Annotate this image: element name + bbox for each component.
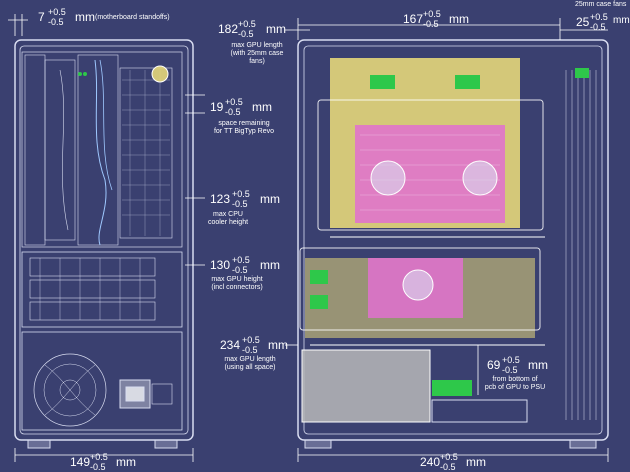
width-front-minus: -0.5 — [90, 462, 106, 472]
case-depth-minus: -0.5 — [423, 19, 439, 29]
case-depth-unit: mm — [449, 12, 469, 26]
space-note2: for TT BigTyp Revo — [213, 128, 275, 135]
gpu-height-note2: (incl connectors) — [211, 284, 263, 291]
gpu-height-value: 130 — [210, 258, 231, 272]
psu — [301, 349, 431, 423]
gpu-len-fans-unit: mm — [266, 22, 286, 36]
gpu-len-fans-note1: max GPU length — [231, 42, 283, 49]
width-side-unit: mm — [466, 455, 486, 469]
fans-minus: -0.5 — [590, 22, 606, 32]
cpu-cooler-note2: cooler height — [207, 219, 249, 226]
standoff-minus: -0.5 — [48, 17, 64, 27]
gpu-len-all-plus: +0.5 — [242, 335, 260, 345]
gpu-psu-unit: mm — [528, 358, 548, 372]
gpu-len-fans-minus: -0.5 — [238, 29, 254, 39]
front-view-case — [14, 39, 194, 449]
width-front-value: 149 — [70, 455, 91, 469]
gpu-len-fans-value: 182 — [218, 22, 239, 36]
fans-value: 25 — [576, 15, 590, 29]
cpu-cooler-minus: -0.5 — [232, 199, 248, 209]
gpu-height-minus: -0.5 — [232, 265, 248, 275]
cpu-cooler-unit: mm — [260, 192, 280, 206]
standoff-value: 7 — [38, 10, 45, 24]
fans-note: 25mm case fans — [575, 1, 627, 8]
gpu-len-fans-plus: +0.5 — [238, 19, 256, 29]
space-minus: -0.5 — [225, 107, 241, 117]
side-frame — [299, 99, 545, 346]
gpu-height-unit: mm — [260, 258, 280, 272]
gpu-height-plus: +0.5 — [232, 255, 250, 265]
gpu-psu-minus: -0.5 — [502, 365, 518, 375]
case-depth-plus: +0.5 — [423, 9, 441, 19]
space-unit: mm — [252, 100, 272, 114]
width-side-minus: -0.5 — [440, 462, 456, 472]
green-connectors — [310, 68, 589, 396]
side-view-case — [297, 39, 609, 449]
gpu-len-all-unit: mm — [268, 338, 288, 352]
gpu-psu-note2: pcb of GPU to PSU — [484, 384, 546, 391]
space-plus: +0.5 — [225, 97, 243, 107]
gpu-len-fans-note2: (with 25mm case fans) — [230, 50, 284, 65]
case-depth-value: 167 — [403, 12, 424, 26]
gpu-len-all-minus: -0.5 — [242, 345, 258, 355]
gpu-psu-note1: from bottom of — [492, 376, 538, 383]
gpu-psu-value: 69 — [487, 358, 501, 372]
gpu-len-all-note2: (using all space) — [224, 364, 276, 371]
standoff-unit: mm — [75, 10, 95, 24]
cpu-cooler-note1: max CPU — [213, 211, 243, 218]
standoff-plus: +0.5 — [48, 7, 66, 17]
gpu-psu-plus: +0.5 — [502, 355, 520, 365]
fans-unit: mm — [613, 15, 630, 26]
standoff-note: (motherboard standoffs) — [95, 14, 170, 21]
space-note1: space remaining — [218, 120, 270, 127]
fans-plus: +0.5 — [590, 12, 608, 22]
cpu-cooler-plus: +0.5 — [232, 189, 250, 199]
side-dimension-lines — [285, 18, 609, 462]
width-front-unit: mm — [116, 455, 136, 469]
gpu-height-note1: max GPU height — [211, 276, 263, 283]
gpu-len-all-value: 234 — [220, 338, 241, 352]
gpu-len-all-note1: max GPU length — [224, 356, 276, 363]
front-dimension-lines — [8, 14, 205, 462]
width-side-plus: +0.5 — [440, 452, 458, 462]
width-side-value: 240 — [420, 455, 441, 469]
cpu-cooler-value: 123 — [210, 192, 231, 206]
space-value: 19 — [210, 100, 224, 114]
width-front-plus: +0.5 — [90, 452, 108, 462]
